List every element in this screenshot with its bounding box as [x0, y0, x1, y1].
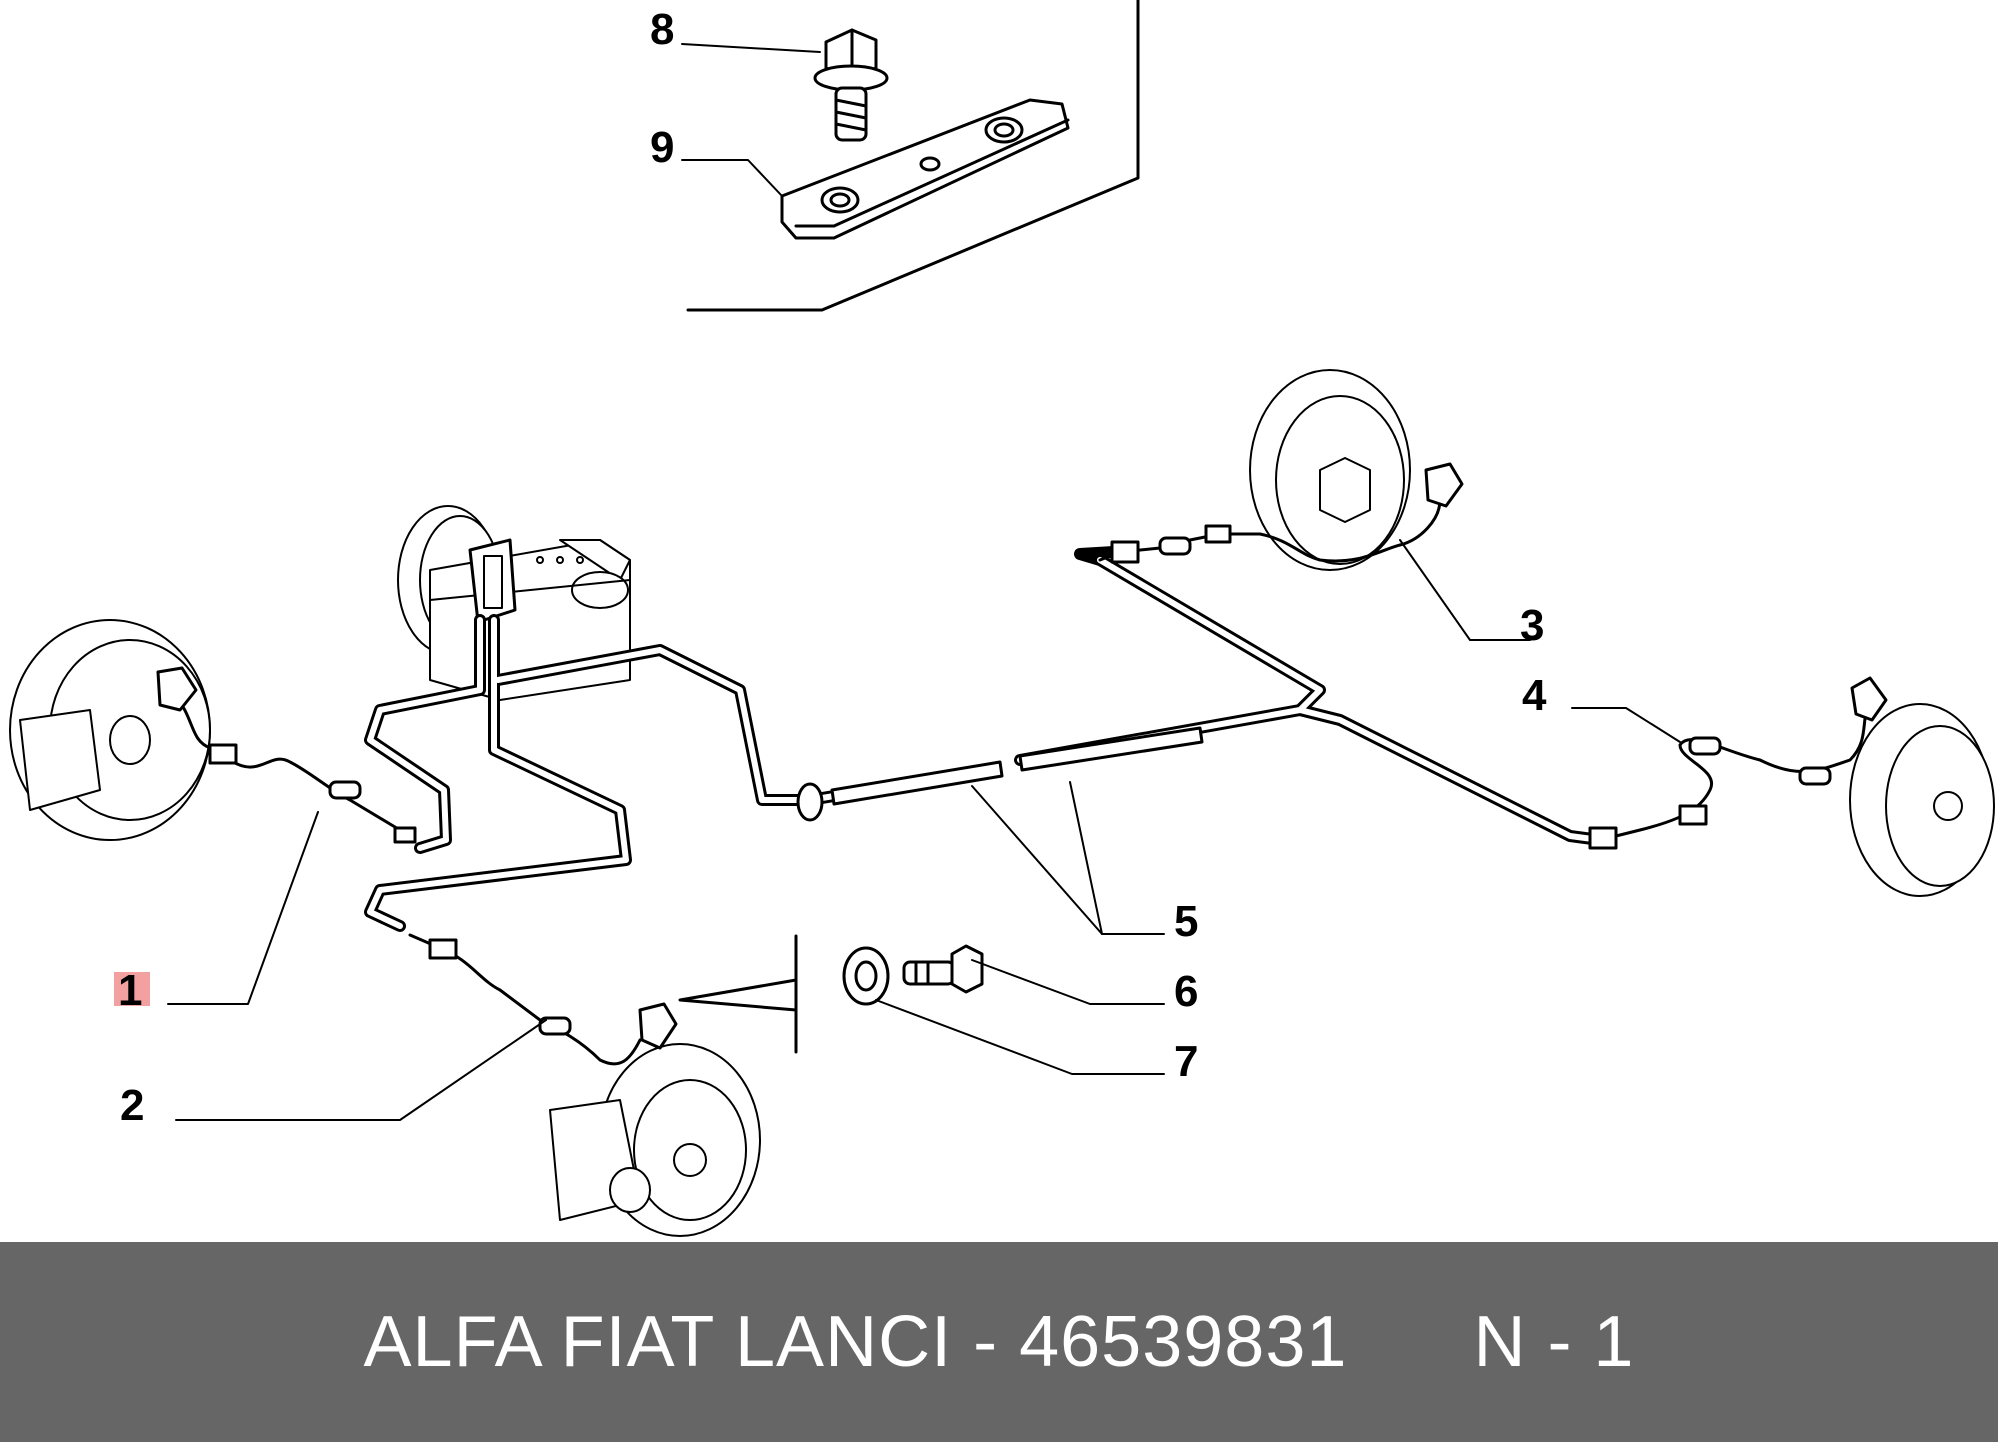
- front-left-brake-disc: [9, 619, 211, 841]
- sensor-cable-4: [1588, 676, 1888, 850]
- footer-gap: [1347, 1302, 1473, 1382]
- callout-5[interactable]: 5: [1174, 897, 1198, 946]
- inset-frame: [686, 0, 1140, 312]
- callout-8[interactable]: 8: [650, 5, 674, 54]
- callout-2[interactable]: 2: [120, 1081, 144, 1130]
- callouts: 1 2 3 4 5 6 7 8 9: [114, 5, 1547, 1130]
- rear-left-brake-drum: [1249, 369, 1411, 571]
- abs-connector: [468, 538, 517, 624]
- footer-separator: -: [952, 1302, 1020, 1382]
- bolt-part-8: [813, 28, 889, 142]
- mounting-plate-part-9: [780, 98, 1070, 240]
- callout-1-highlight: [114, 972, 150, 1006]
- footer-part-number: 46539831: [1019, 1302, 1348, 1382]
- sensor-cable-2: [408, 933, 678, 1066]
- washer-part-7: [842, 946, 890, 1006]
- callout-7[interactable]: 7: [1174, 1037, 1198, 1086]
- footer-bar: ALFA FIAT LANCI - 46539831 N - 1: [0, 1242, 1998, 1442]
- sensor-bolt-part-6: [902, 944, 984, 994]
- reference-bracket: [678, 934, 798, 1054]
- sensor-cable-3: [1098, 462, 1464, 564]
- front-right-brake-disc: [549, 1043, 761, 1237]
- footer-note: N - 1: [1473, 1302, 1635, 1382]
- callout-6[interactable]: 6: [1174, 967, 1198, 1016]
- leader-lines: [167, 43, 1681, 1121]
- rear-right-brake-drum: [1849, 703, 1995, 897]
- sensor-cable-1: [156, 666, 417, 844]
- callout-3[interactable]: 3: [1520, 601, 1544, 650]
- callout-4[interactable]: 4: [1522, 671, 1547, 720]
- callout-9[interactable]: 9: [650, 123, 674, 172]
- parts-diagram: 1 2 3 4 5 6 7 8 9: [9, 0, 1995, 1237]
- pipe-sleeve-5: [796, 726, 1204, 822]
- footer-brand: ALFA FIAT LANCI: [363, 1302, 953, 1382]
- brake-pipes-inner: [367, 557, 1603, 929]
- footer-caption: ALFA FIAT LANCI - 46539831 N - 1: [0, 1242, 1998, 1442]
- callout-1[interactable]: 1: [118, 966, 142, 1015]
